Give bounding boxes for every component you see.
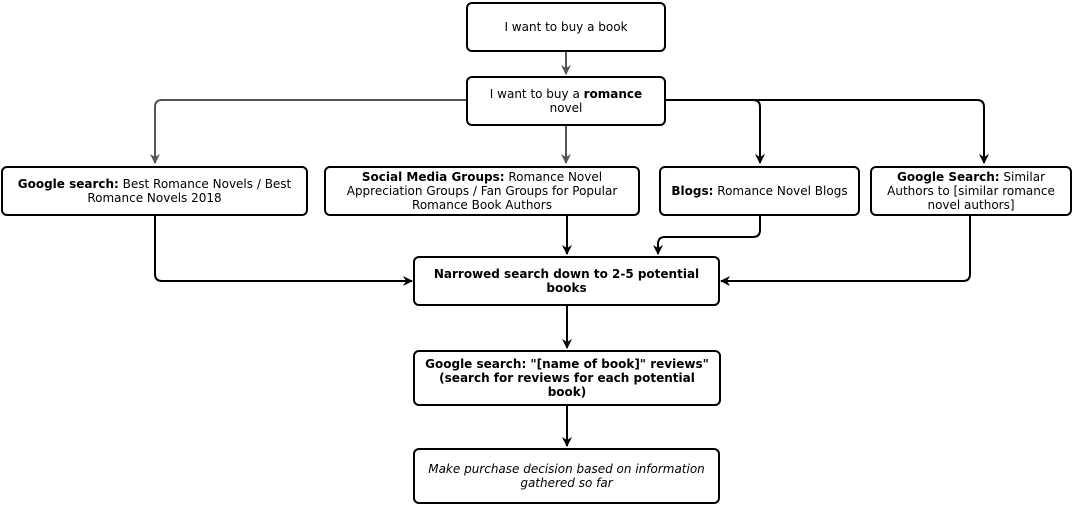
node-social-label: Social Media Groups: Romance Novel Appre… — [330, 170, 634, 212]
node-romance-pre: I want to buy a — [489, 87, 584, 101]
node-blogs-bold: Blogs: — [671, 184, 714, 198]
node-google-similar: Google Search: Similar Authors to [simil… — [870, 166, 1072, 216]
node-romance: I want to buy a romance novel — [466, 76, 666, 126]
node-google-similar-bold: Google Search: — [896, 170, 1000, 184]
edge-romance-to-google-best — [150, 99, 466, 164]
node-start-text: I want to buy a book — [504, 20, 628, 34]
node-narrowed: Narrowed search down to 2-5 potential bo… — [413, 256, 720, 306]
node-social: Social Media Groups: Romance Novel Appre… — [324, 166, 640, 216]
edge-romance-to-google-similar — [666, 99, 989, 164]
edge-google-best-to-narrowed — [154, 216, 413, 286]
node-google-best-bold: Google search: — [17, 177, 119, 191]
node-google-best-label: Google search: Best Romance Novels / Bes… — [7, 177, 302, 205]
node-romance-post: novel — [549, 101, 583, 115]
node-reviews-text: Google search: "[name of book]" reviews"… — [425, 357, 709, 399]
node-romance-bold: romance — [583, 87, 643, 101]
node-narrowed-text: Narrowed search down to 2-5 potential bo… — [433, 267, 700, 295]
node-google-best: Google search: Best Romance Novels / Bes… — [1, 166, 308, 216]
node-romance-label: I want to buy a romance novel — [472, 87, 660, 115]
node-blogs: Blogs: Romance Novel Blogs — [659, 166, 860, 216]
edge-blogs-to-narrowed — [653, 216, 761, 255]
node-blogs-text: Romance Novel Blogs — [713, 184, 848, 198]
edge-google-similar-to-narrowed — [720, 216, 971, 286]
node-reviews: Google search: "[name of book]" reviews"… — [413, 350, 721, 406]
node-google-similar-text: Similar Authors to [similar romance nove… — [887, 170, 1055, 212]
edge-romance-to-blogs — [666, 99, 765, 164]
node-google-best-text: Best Romance Novels / Best Romance Novel… — [87, 177, 292, 205]
node-google-similar-label: Google Search: Similar Authors to [simil… — [876, 170, 1066, 212]
node-social-text: Romance Novel Appreciation Groups / Fan … — [346, 170, 618, 212]
node-blogs-label: Blogs: Romance Novel Blogs — [671, 184, 847, 198]
node-start: I want to buy a book — [466, 2, 666, 52]
node-social-bold: Social Media Groups: — [361, 170, 505, 184]
node-decision-text: Make purchase decision based on informat… — [428, 462, 705, 490]
node-decision: Make purchase decision based on informat… — [413, 448, 720, 504]
